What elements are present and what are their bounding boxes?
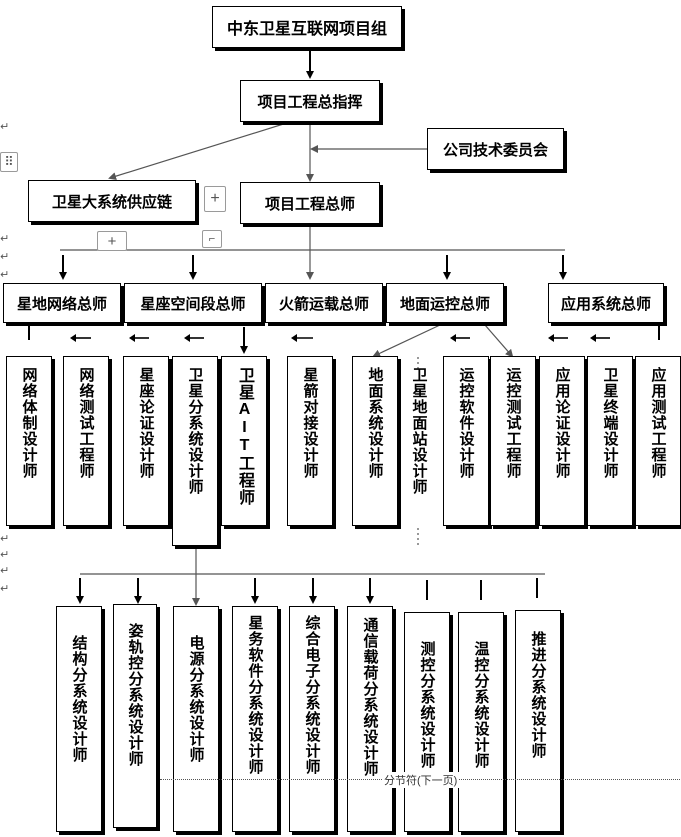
subsystem-power: 电源分系统设计师	[173, 606, 219, 832]
paragraph-mark: ↵	[0, 583, 10, 595]
designer-ground-station: 卫星地面站设计师	[410, 367, 428, 495]
designer-network-system: 网络体制设计师	[6, 356, 52, 526]
designer-constellation-demo: 星座论证设计师	[123, 356, 169, 526]
paragraph-mark: ↵	[0, 233, 10, 245]
paragraph-mark: ↵	[0, 269, 10, 281]
move-handle-icon[interactable]: ⠿	[0, 152, 18, 172]
designer-satellite-ait: 卫星AIT工程师	[221, 356, 267, 526]
paragraph-mark: ↵	[0, 565, 10, 577]
section-break-label: 分节符(下一页)	[382, 772, 460, 788]
subsystem-attitude-orbit: 姿轨控分系统设计师	[113, 604, 157, 828]
root-node: 中东卫星互联网项目组	[212, 6, 402, 48]
designer-rocket-interface: 星箭对接设计师	[287, 356, 333, 526]
designer-network-test: 网络测试工程师	[63, 356, 109, 526]
resize-corner-icon[interactable]: ⌐	[202, 230, 222, 248]
division-ground-control: 地面运控总师	[386, 283, 504, 323]
subsystem-integrated-electronics: 综合电子分系统设计师	[289, 606, 335, 832]
division-ground-network: 星地网络总师	[3, 283, 121, 323]
designer-application-test: 应用测试工程师	[635, 356, 681, 526]
subsystem-thermal: 温控分系统设计师	[458, 612, 504, 832]
designer-satellite-subsystem: 卫星分系统设计师	[172, 356, 218, 546]
paragraph-mark: ↵	[0, 549, 10, 561]
designer-satellite-terminal: 卫星终端设计师	[587, 356, 633, 526]
paragraph-mark: ↵	[0, 251, 10, 263]
subsystem-ttc: 测控分系统设计师	[404, 612, 450, 832]
division-constellation-space: 星座空间段总师	[124, 283, 262, 323]
division-rocket-launch: 火箭运载总师	[265, 283, 383, 323]
chief-engineer-node: 项目工程总师	[240, 182, 380, 224]
chief-commander-node: 项目工程总指挥	[240, 80, 380, 122]
designer-application-demo: 应用论证设计师	[539, 356, 585, 526]
subsystem-propulsion: 推进分系统设计师	[515, 610, 561, 832]
designer-control-software: 运控软件设计师	[443, 356, 489, 526]
paragraph-mark: ↵	[0, 121, 10, 133]
designer-control-test: 运控测试工程师	[490, 356, 536, 526]
committee-node: 公司技术委员会	[427, 128, 564, 170]
subsystem-communication-payload: 通信载荷分系统设计师	[347, 606, 393, 832]
division-application: 应用系统总师	[548, 283, 664, 323]
subsystem-structure: 结构分系统设计师	[56, 606, 102, 832]
add-icon[interactable]: +	[204, 186, 226, 212]
designer-ground-system: 地面系统设计师	[352, 356, 398, 526]
paragraph-mark: ↵	[0, 533, 10, 545]
subsystem-housekeeping-software: 星务软件分系统设计师	[232, 606, 278, 832]
add-row-icon[interactable]: +	[97, 231, 127, 251]
supply-chain-node: 卫星大系统供应链	[28, 180, 196, 222]
